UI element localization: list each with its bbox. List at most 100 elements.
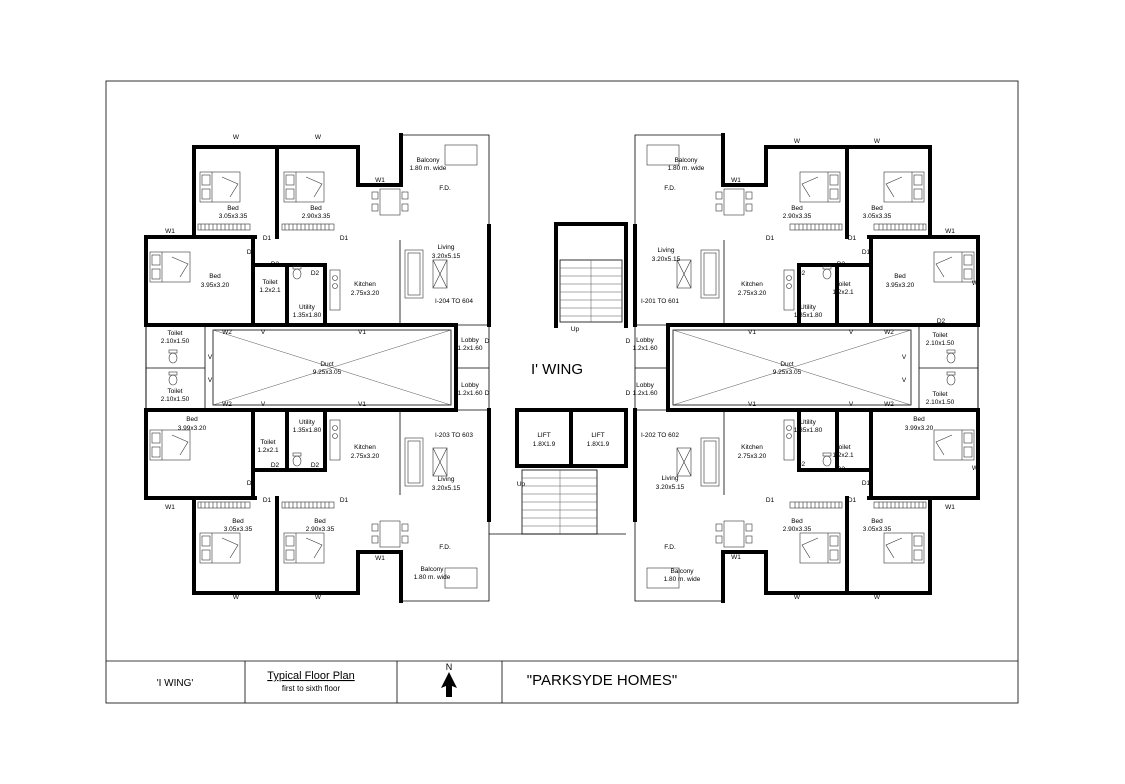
- room-size: 3.05x3.35: [224, 526, 253, 533]
- window-label: W: [233, 134, 240, 141]
- room-size: 1.2x1.60: [458, 390, 483, 397]
- vent-label: V: [208, 377, 213, 384]
- room-label-living: Living: [438, 244, 455, 251]
- room-label-bed: Bed: [186, 416, 198, 423]
- room-size: 3.05x3.35: [863, 213, 892, 220]
- project-name: "PARKSYDE HOMES": [527, 672, 677, 689]
- window-label: W: [972, 465, 979, 472]
- window-label: W2: [222, 329, 232, 336]
- room-size: 3.05x3.35: [219, 213, 248, 220]
- room-size: 3.99x3.20: [178, 425, 207, 432]
- window-label: W1: [375, 555, 385, 562]
- lift-size: 1.8X1.9: [587, 441, 610, 448]
- fd-label: F.D.: [439, 185, 451, 192]
- window-label: W: [315, 594, 322, 601]
- unit-number: I-203 TO 603: [435, 432, 473, 439]
- room-size: 1.80 m. wide: [668, 165, 705, 172]
- room-size: 3.20x5.15: [432, 485, 461, 492]
- window-label: W1: [945, 228, 955, 235]
- room-label-utility: Utility: [800, 419, 817, 426]
- door-label: D1: [862, 249, 871, 256]
- room-size: 9.25x3.05: [773, 369, 802, 376]
- title-block-plan-subtitle: first to sixth floor: [282, 684, 341, 693]
- room-size: 1.80 m. wide: [414, 574, 451, 581]
- room-label-kitchen: Kitchen: [741, 444, 763, 451]
- window-label: W1: [945, 504, 955, 511]
- room-size: 3.95x3.20: [886, 282, 915, 289]
- fd-label: F.D.: [664, 185, 676, 192]
- room-label-toilet: Toilet: [932, 332, 947, 339]
- room-size: 1.2x2.1: [832, 452, 854, 459]
- window-label: W: [972, 280, 979, 287]
- vent-label: V: [849, 401, 854, 408]
- window-label: W1: [165, 228, 175, 235]
- room-size: 2.90x3.35: [783, 526, 812, 533]
- door-label: D: [485, 390, 490, 397]
- room-size: 1.80 m. wide: [410, 165, 447, 172]
- vent-label: V: [902, 377, 907, 384]
- room-label-toilet: Toilet: [835, 444, 850, 451]
- room-label-lobby: Lobby: [636, 337, 654, 344]
- vent-label: V: [849, 329, 854, 336]
- room-label-lobby: Lobby: [636, 382, 654, 389]
- room-size: 2.75x3.20: [351, 290, 380, 297]
- vent-label: V1: [748, 401, 756, 408]
- title-block-wing: 'I WING': [157, 678, 194, 689]
- door-label: D: [626, 338, 631, 345]
- room-size: 3.99x3.20: [905, 425, 934, 432]
- window-label: W: [874, 594, 881, 601]
- room-label-bed: Bed: [791, 205, 803, 212]
- room-label-bed: Bed: [913, 416, 925, 423]
- room-label-balcony: Balcony: [416, 157, 440, 164]
- central-core: [489, 222, 628, 535]
- room-label-kitchen: Kitchen: [741, 281, 763, 288]
- door-label: D2: [271, 261, 280, 268]
- room-label-bed: Bed: [894, 273, 906, 280]
- window-label: W1: [165, 504, 175, 511]
- stair-up-label: Up: [571, 326, 580, 333]
- door-label: D1: [263, 235, 272, 242]
- room-label-toilet: Toilet: [167, 330, 182, 337]
- unit-number: I-202 TO 602: [641, 432, 679, 439]
- north-label: N: [446, 662, 453, 672]
- door-label: D2: [311, 462, 320, 469]
- title-block-plan-title: Typical Floor Plan: [267, 670, 354, 682]
- room-label-toilet: Toilet: [167, 388, 182, 395]
- room-label-duct: Duct: [780, 361, 794, 368]
- door-label: D2: [797, 461, 806, 468]
- room-label-duct: Duct: [320, 361, 334, 368]
- room-label-bed: Bed: [310, 205, 322, 212]
- unit-number: I-201 TO 601: [641, 298, 679, 305]
- room-size: 2.75x3.20: [738, 453, 767, 460]
- room-size: 2.10x1.50: [926, 340, 955, 347]
- room-label-toilet: Toilet: [932, 391, 947, 398]
- vent-label: V1: [358, 329, 366, 336]
- door-label: D1: [247, 249, 256, 256]
- room-label-balcony: Balcony: [420, 566, 444, 573]
- room-label-living: Living: [438, 476, 455, 483]
- room-label-bed: Bed: [314, 518, 326, 525]
- door-label: D2: [271, 462, 280, 469]
- door-label: D1: [340, 235, 349, 242]
- room-size: 2.75x3.20: [351, 453, 380, 460]
- room-size: 2.10x1.50: [161, 396, 190, 403]
- room-size: 3.05x3.35: [863, 526, 892, 533]
- door-label: D1: [848, 497, 857, 504]
- vent-label: V: [902, 354, 907, 361]
- room-size: 2.90x3.35: [302, 213, 331, 220]
- room-size: 2.90x3.35: [306, 526, 335, 533]
- room-label-kitchen: Kitchen: [354, 444, 376, 451]
- window-label: D2: [937, 318, 946, 325]
- room-size: 2.75x3.20: [738, 290, 767, 297]
- room-size: 2.10x1.50: [161, 338, 190, 345]
- vent-label: V: [261, 329, 266, 336]
- room-label-balcony: Balcony: [674, 157, 698, 164]
- door-label: D1: [766, 235, 775, 242]
- room-size: 1.2x2.1: [257, 447, 279, 454]
- vent-label: V: [208, 354, 213, 361]
- vent-label: V: [261, 401, 266, 408]
- room-size: 2.10x1.50: [926, 399, 955, 406]
- window-label: W2: [884, 329, 894, 336]
- north-arrow-icon: [441, 672, 457, 697]
